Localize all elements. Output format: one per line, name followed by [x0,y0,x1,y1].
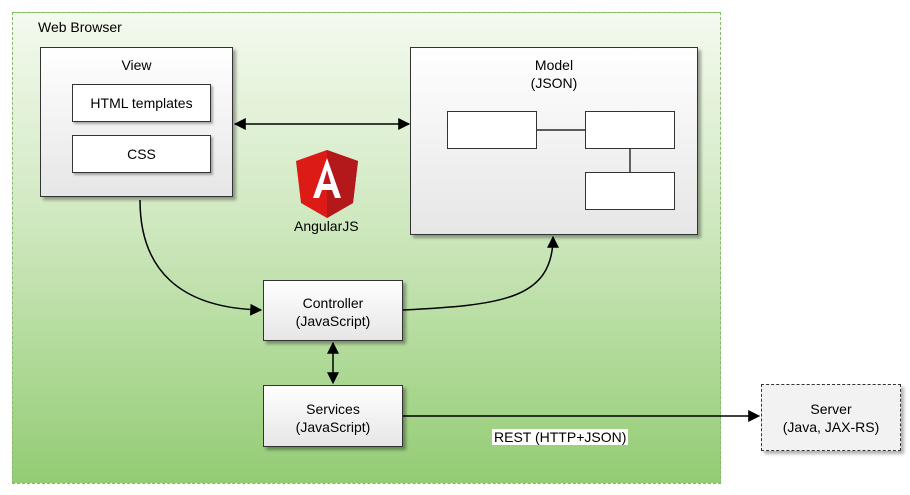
server-box: Server (Java, JAX-RS) [761,384,901,451]
view-controller-arrow [139,199,263,316]
services-line1: Services [306,401,360,417]
model-node-bottom [585,172,675,210]
web-browser-label: Web Browser [38,19,122,35]
controller-line1: Controller [302,295,364,311]
server-line2: (Java, JAX-RS) [782,418,880,435]
controller-line2: (JavaScript) [295,313,371,329]
controller-model-arrow [402,235,559,311]
services-box: Services (JavaScript) [263,385,403,447]
services-line2: (JavaScript) [295,419,371,435]
model-node-right [585,111,675,149]
controller-box: Controller (JavaScript) [263,280,403,341]
html-templates-box: HTML templates [72,84,211,122]
server-line1: Server [810,400,852,417]
view-title: View [121,57,152,73]
model-title: Model [534,57,574,73]
model-subtitle: (JSON) [530,75,578,91]
rest-label: REST (HTTP+JSON) [492,429,629,445]
angularjs-logo-icon [296,150,358,218]
model-node-left [447,111,537,149]
angularjs-label: AngularJS [294,218,359,234]
css-box: CSS [72,135,211,173]
